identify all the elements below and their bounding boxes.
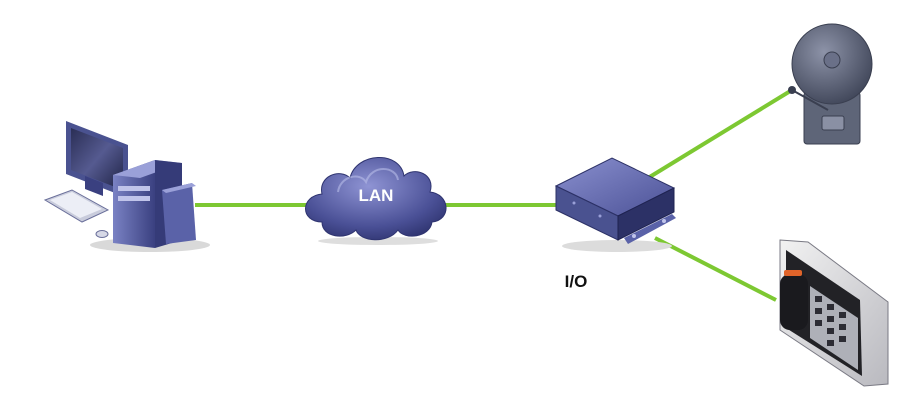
cloud-icon [305,157,447,245]
link-io-keypad [654,236,777,302]
card-reader-keypad-icon [779,239,889,387]
io-label: I/O [564,272,588,291]
link-io-bell [646,88,794,180]
desktop-computer-icon [43,121,210,252]
lan-label: LAN [358,186,394,205]
alarm-bell-icon [788,23,873,145]
links [195,88,794,302]
io-module-icon [554,157,676,252]
